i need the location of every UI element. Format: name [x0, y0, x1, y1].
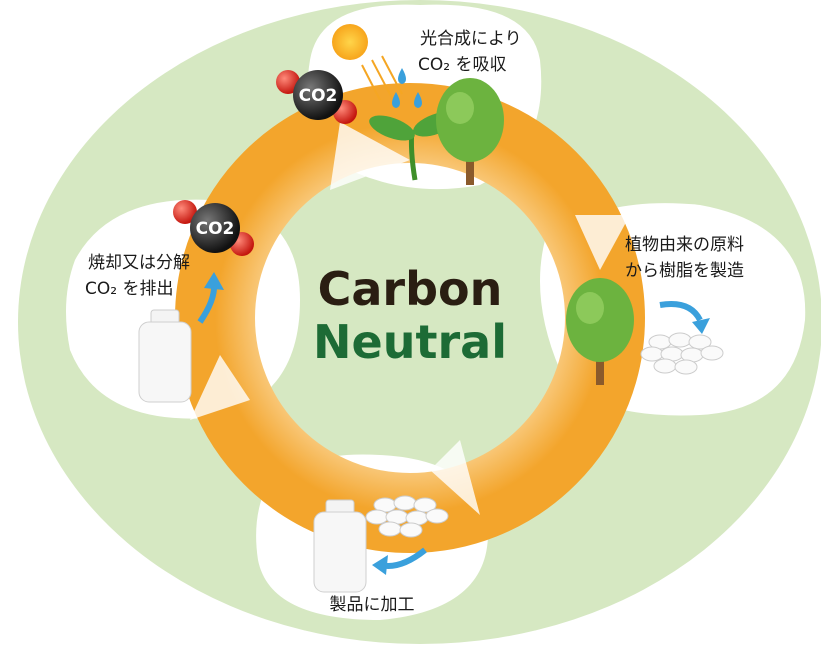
arrow-head-icon — [204, 272, 224, 290]
label-emit-1: 焼却又は分解 — [88, 253, 190, 273]
svg-text:CO2: CO2 — [299, 86, 338, 106]
background-ellipse — [18, 0, 821, 644]
arrow-head-left — [190, 355, 250, 420]
label-absorb-1: 光合成により — [420, 29, 522, 49]
sun-icon — [332, 24, 368, 60]
label-absorb-2: CO₂ を吸収 — [418, 55, 506, 75]
co2-molecule-left: CO2 — [173, 200, 254, 256]
water-drops-icon — [392, 68, 422, 108]
co2-molecule-top: CO2 — [276, 70, 357, 124]
bottle-icon — [138, 309, 192, 403]
label-process: 製品に加工 — [330, 595, 415, 615]
arrow-head-icon — [372, 555, 388, 575]
label-produce-1: 植物由来の原料 — [625, 235, 744, 255]
arrow-head-top — [330, 122, 410, 190]
title-neutral: Neutral — [313, 315, 507, 369]
arrow-head-bottom — [430, 440, 480, 515]
label-emit-2: CO₂ を排出 — [85, 279, 173, 299]
bottle-icon — [313, 499, 367, 593]
arrow-icon — [659, 301, 703, 322]
title-carbon: Carbon — [318, 262, 503, 316]
arrow-head-right — [575, 215, 630, 270]
sunlight-rays-icon — [361, 55, 403, 101]
svg-text:CO2: CO2 — [196, 219, 235, 239]
label-produce-2: から樹脂を製造 — [625, 261, 744, 281]
arrow-head-icon — [692, 318, 710, 334]
